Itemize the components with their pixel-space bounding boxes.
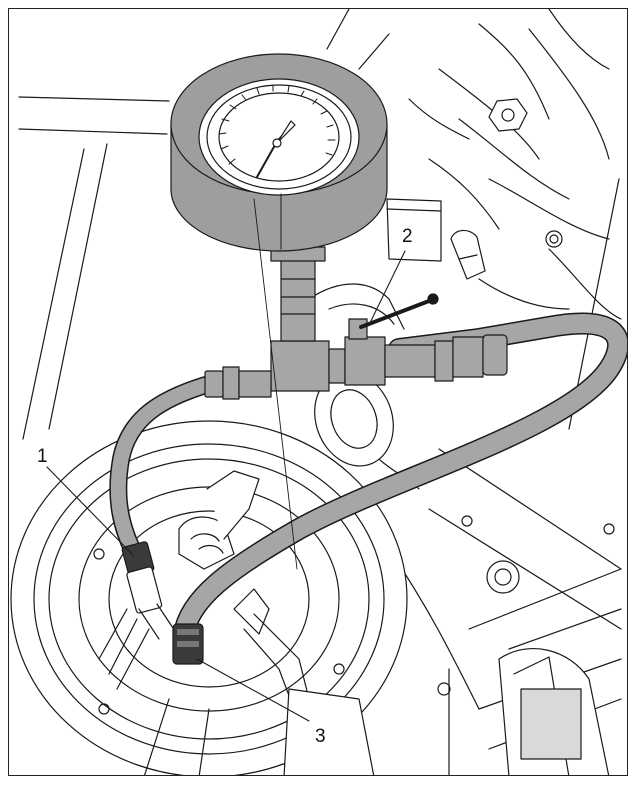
centre-line bbox=[253, 198, 298, 570]
gauge-dial-ticks bbox=[218, 84, 336, 165]
leader-line-2 bbox=[368, 250, 406, 326]
feed-hose bbox=[109, 375, 218, 640]
tee-fitting bbox=[204, 246, 508, 400]
leader-line-3 bbox=[196, 658, 310, 722]
pressure-gauge bbox=[170, 53, 388, 252]
fuel-pressure-gauge-diagram bbox=[10, 9, 627, 775]
callout-label-1: 1 bbox=[37, 446, 48, 467]
pump-outlet-connector bbox=[172, 623, 204, 665]
engine-bay-background bbox=[18, 9, 622, 775]
return-hose bbox=[173, 312, 627, 645]
leader-line-1 bbox=[46, 466, 134, 556]
callout-label-3: 3 bbox=[315, 726, 326, 747]
illustration-frame: 1 2 3 bbox=[8, 8, 628, 776]
callout-label-2: 2 bbox=[402, 226, 413, 247]
callout-leaders bbox=[46, 250, 406, 722]
